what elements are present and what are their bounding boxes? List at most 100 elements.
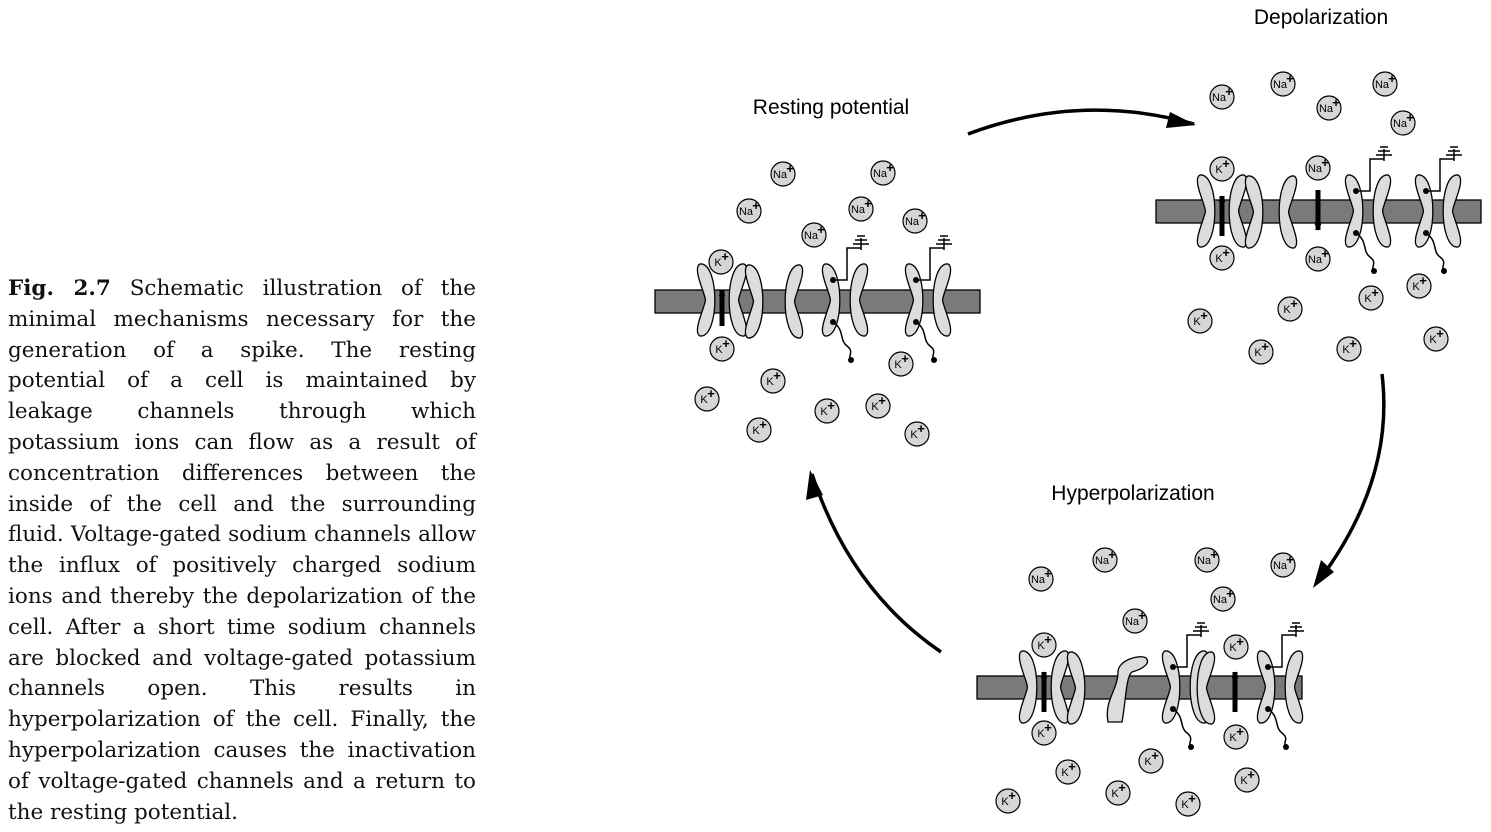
potassium-ion: K+: [904, 421, 930, 447]
sodium-ion: Na+: [1194, 547, 1220, 573]
arrow-rest-to-depol-head: [1166, 112, 1196, 128]
arrow-rest-to-depol: [967, 108, 1195, 136]
svg-text:Na: Na: [1197, 555, 1212, 567]
sodium-ion: Na+: [848, 196, 874, 222]
sodium-ion: Na+: [1390, 110, 1416, 136]
svg-text:+: +: [827, 398, 835, 413]
svg-text:K: K: [1193, 316, 1201, 328]
svg-text:K: K: [1181, 799, 1189, 811]
potassium-ion: K+: [1031, 632, 1057, 658]
svg-text:K: K: [1240, 775, 1248, 787]
svg-text:K: K: [871, 401, 879, 413]
svg-text:Na: Na: [873, 168, 888, 180]
svg-text:+: +: [1371, 285, 1379, 300]
potassium-ion: K+: [1105, 780, 1131, 806]
svg-text:Na: Na: [1319, 103, 1334, 115]
svg-text:+: +: [1138, 608, 1146, 623]
svg-text:Na: Na: [851, 204, 866, 216]
depol-potassium-channel-inactivation-gate: [1423, 230, 1447, 274]
svg-text:+: +: [1222, 156, 1230, 171]
hyper-channel-3-outer: [1196, 651, 1216, 725]
depol-potassium-channel-left: [1414, 174, 1434, 248]
potassium-ion: K+: [1187, 308, 1213, 334]
svg-text:+: +: [1436, 326, 1444, 341]
depol-channel-2-left: [1244, 175, 1264, 249]
hyper-potassium-channel-inactivation-gate: [1265, 706, 1289, 750]
potassium-ion: K+: [1175, 791, 1201, 817]
resting-sodium-channel-voltage-sensor: [830, 235, 869, 283]
svg-text:+: +: [1118, 780, 1126, 795]
svg-text:K: K: [714, 257, 722, 269]
caption-text: Schematic illustration of the minimal me…: [8, 276, 476, 825]
svg-text:K: K: [1429, 334, 1437, 346]
sodium-ion: Na+: [1372, 71, 1398, 97]
svg-text:+: +: [1247, 767, 1255, 782]
depol-sodium-channel-right: [1372, 174, 1392, 248]
svg-text:+: +: [918, 208, 926, 223]
svg-text:+: +: [1286, 71, 1294, 86]
potassium-ion: K+: [1209, 245, 1235, 271]
svg-text:+: +: [1321, 155, 1329, 170]
svg-text:+: +: [786, 161, 794, 176]
hyper-potassium-channel-right: [1284, 650, 1304, 724]
svg-text:Na: Na: [1273, 79, 1288, 91]
svg-text:+: +: [1332, 95, 1340, 110]
potassium-ion: K+: [814, 398, 840, 424]
svg-text:Na: Na: [1212, 92, 1227, 104]
svg-text:+: +: [864, 196, 872, 211]
svg-text:K: K: [894, 359, 902, 371]
svg-text:K: K: [700, 394, 708, 406]
svg-text:+: +: [1044, 720, 1052, 735]
hyper-channel-2-left: [1066, 651, 1086, 725]
sodium-ion: Na+: [1092, 547, 1118, 573]
svg-text:K: K: [1215, 164, 1223, 176]
sodium-ion: Na+: [801, 222, 827, 248]
ion-layer: Na+Na+Na+Na+Na+Na+K+K+K+K+K+K+K+K+K+Na+N…: [694, 71, 1449, 817]
resting-potassium-channel-inactivation-gate: [913, 319, 937, 363]
resting-sodium-channel-left: [821, 263, 841, 337]
svg-text:K: K: [1283, 304, 1291, 316]
svg-text:K: K: [1061, 767, 1069, 779]
potassium-ion: K+: [1248, 339, 1274, 365]
svg-text:K: K: [766, 376, 774, 388]
potassium-ion: K+: [1223, 724, 1249, 750]
resting-potassium-channel-left: [904, 263, 924, 337]
svg-text:+: +: [1068, 759, 1076, 774]
svg-text:+: +: [1210, 547, 1218, 562]
hyper-channel-3-voltage-sensor: [1170, 622, 1209, 670]
svg-text:+: +: [1044, 566, 1052, 581]
svg-text:+: +: [1044, 632, 1052, 647]
sodium-ion: Na+: [902, 208, 928, 234]
svg-text:+: +: [722, 336, 730, 351]
potassium-ion: K+: [1223, 634, 1249, 660]
potassium-ion: K+: [1423, 326, 1449, 352]
svg-text:+: +: [752, 198, 760, 213]
arrow-depol-to-hyper-head: [1313, 560, 1334, 588]
svg-text:+: +: [901, 351, 909, 366]
svg-text:K: K: [1342, 344, 1350, 356]
svg-text:K: K: [715, 344, 723, 356]
sodium-ion: Na+: [1316, 95, 1342, 121]
potassium-ion: K+: [1358, 285, 1384, 311]
sodium-ion: Na+: [1028, 566, 1054, 592]
potassium-ion: K+: [694, 386, 720, 412]
svg-text:Na: Na: [1308, 254, 1323, 266]
potassium-ion: K+: [709, 336, 735, 362]
potassium-ion: K+: [1406, 273, 1432, 299]
resting-potassium-channel-voltage-sensor: [913, 235, 952, 283]
sodium-ion: Na+: [1210, 586, 1236, 612]
svg-text:Na: Na: [905, 216, 920, 228]
potassium-ion: K+: [760, 368, 786, 394]
svg-text:K: K: [1144, 756, 1152, 768]
svg-text:+: +: [1188, 791, 1196, 806]
hyper-channel-3-left: [1161, 650, 1181, 724]
sodium-ion: Na+: [1305, 246, 1331, 272]
resting-sodium-channel-inactivation-gate: [830, 319, 854, 363]
svg-text:K: K: [910, 429, 918, 441]
hyper-potassium-channel-voltage-sensor: [1265, 622, 1304, 670]
sodium-ion: Na+: [1305, 155, 1331, 181]
svg-text:Na: Na: [773, 169, 788, 181]
potassium-ion: K+: [888, 351, 914, 377]
svg-text:K: K: [1001, 796, 1009, 808]
potassium-ion: K+: [746, 417, 772, 443]
